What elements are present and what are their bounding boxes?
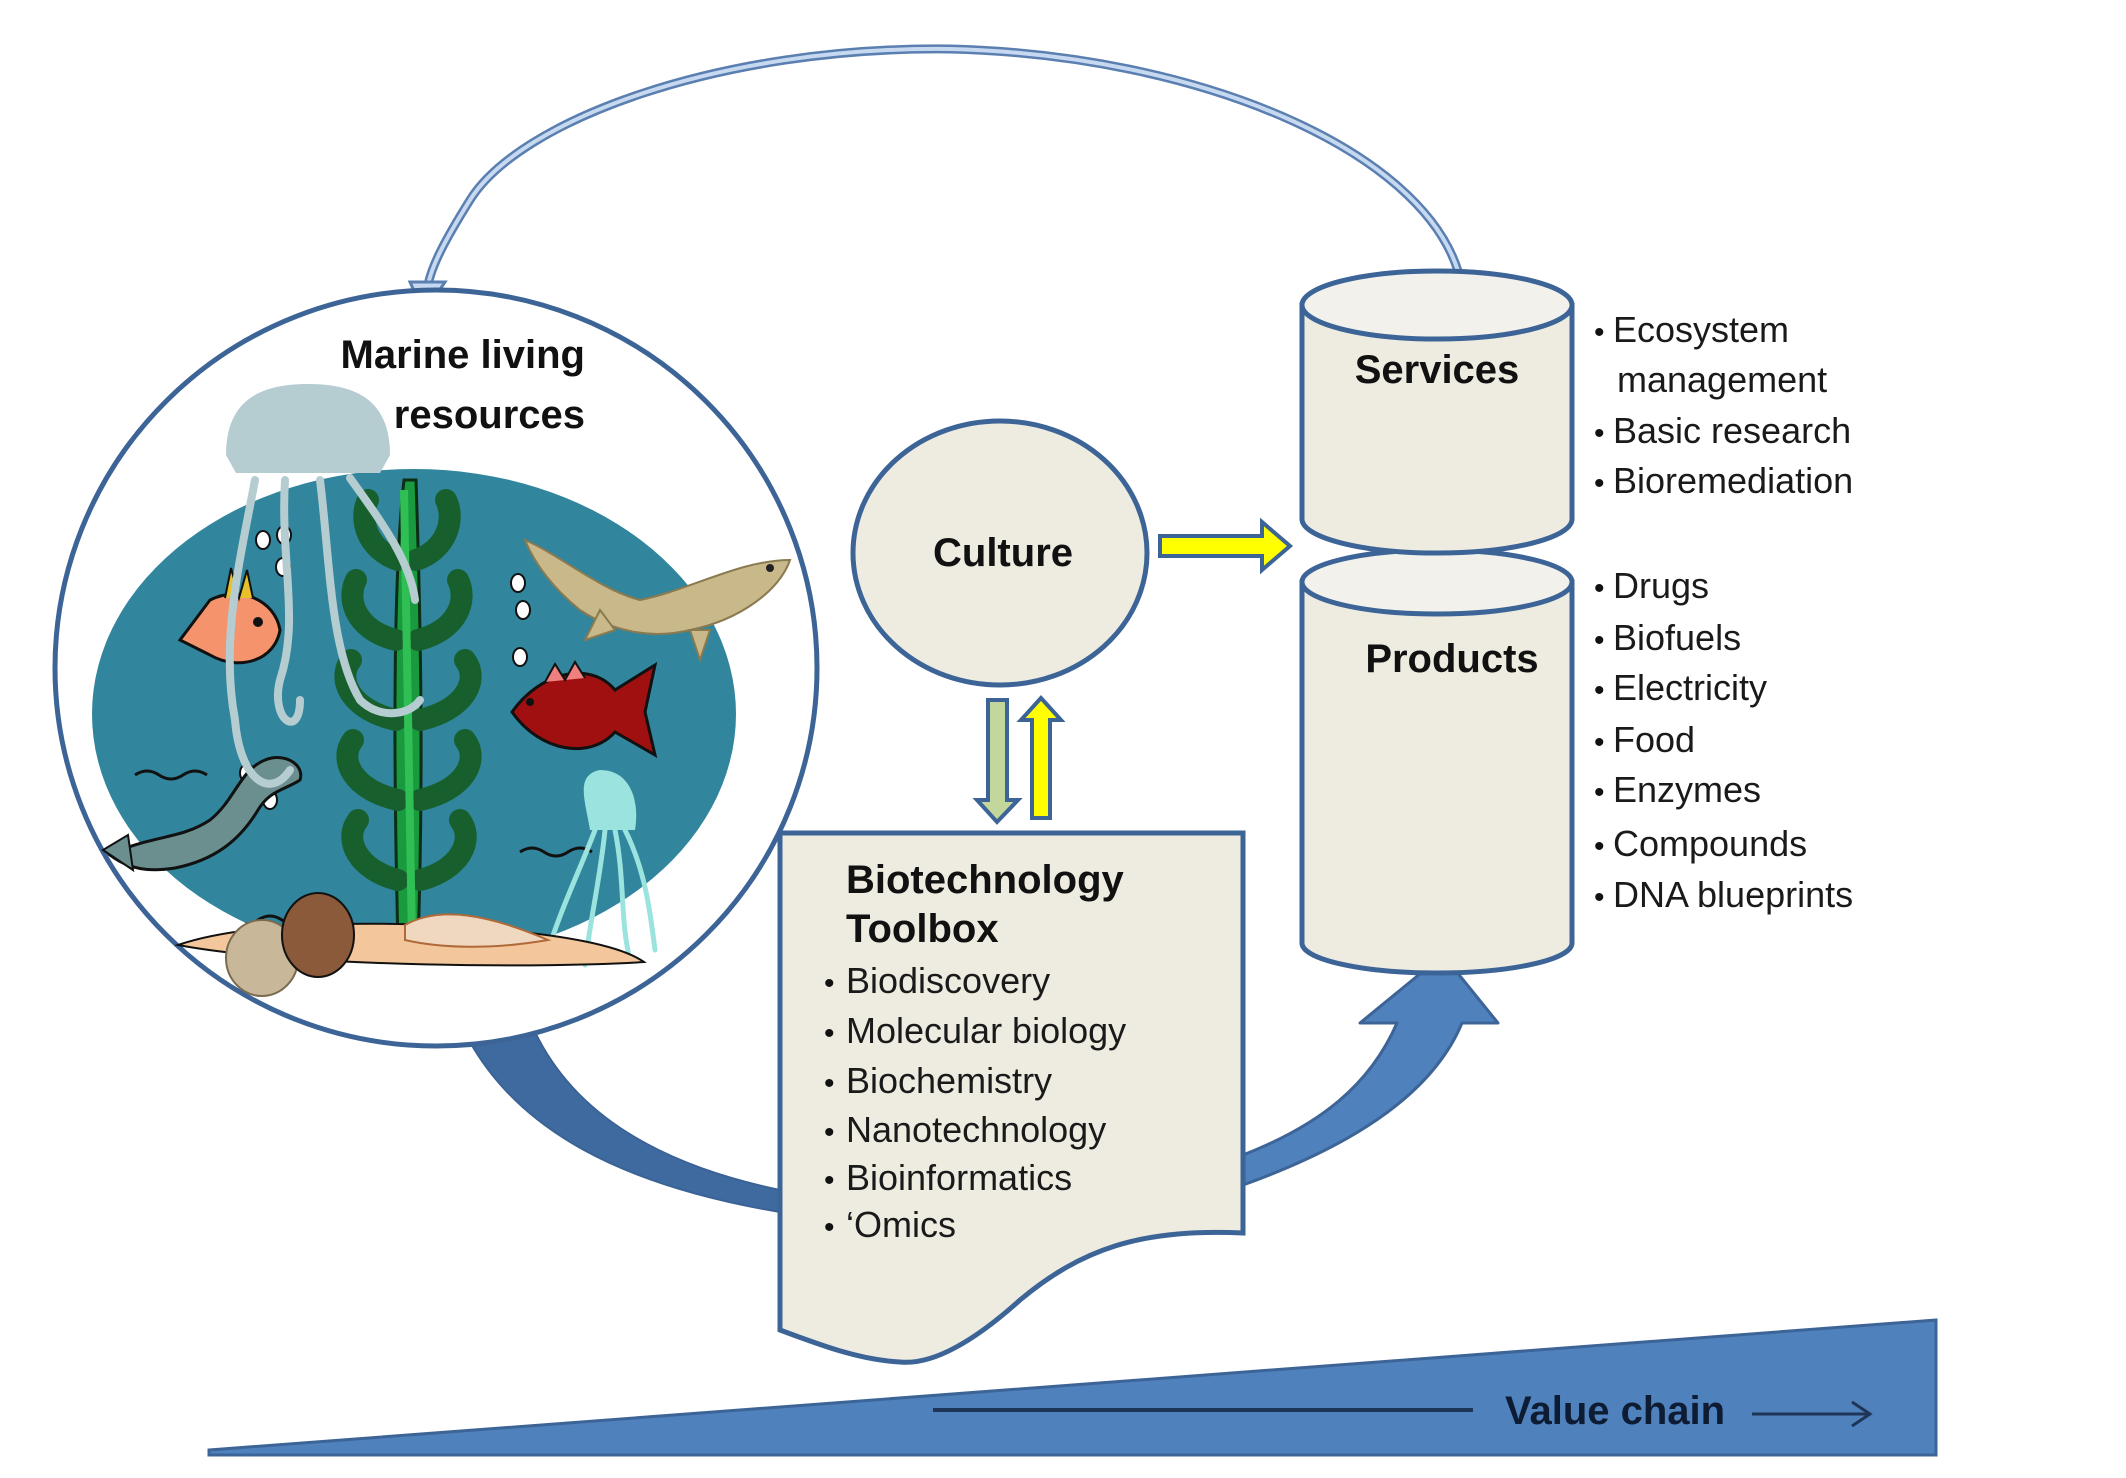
flow-arrow-resources-to-toolbox [468,1030,781,1214]
wave-icon [519,846,593,858]
bullet-icon: • [1594,881,1605,914]
bullet-icon: • [824,1164,835,1197]
services-label: Services [1355,348,1520,392]
arrow-toolbox-to-culture [1016,695,1066,820]
toolbox-item: ‘Omics [846,1204,956,1245]
bullet-icon: • [1594,572,1605,605]
bullet-icon: • [1594,830,1605,863]
feedback-arrow [407,44,1463,317]
value-chain-label: Value chain [1505,1389,1725,1433]
products-node[interactable]: Products [1299,547,1575,976]
products-item: Enzymes [1613,769,1761,810]
toolbox-list: • Biodiscovery • Molecular biology • Bio… [824,960,1126,1245]
bullet-icon: • [1594,726,1605,759]
bullet-icon: • [824,1211,835,1244]
bullet-icon: • [1594,624,1605,657]
bullet-icon: • [824,967,835,1000]
marine-resources-node[interactable]: Marine living resources [52,287,820,1049]
products-item: Drugs [1613,565,1709,606]
toolbox-item: Biodiscovery [846,960,1050,1001]
bullet-icon: • [1594,467,1605,500]
red-fish-illustration [510,660,658,759]
bullet-icon: • [1594,776,1605,809]
products-item: DNA blueprints [1613,874,1853,915]
culture-node[interactable]: Culture [850,418,1150,688]
marine-resources-label-line1: Marine living [341,333,586,377]
bullet-icon: • [824,1116,835,1149]
bullet-icon: • [1594,316,1605,349]
products-item: Compounds [1613,823,1807,864]
value-chain-arrow-icon [1752,1400,1873,1428]
bullet-icon: • [1594,674,1605,707]
shells-illustration [225,892,552,997]
bullet-icon: • [1594,417,1605,450]
services-item-continuation: management [1617,359,1827,400]
services-item: Basic research [1613,410,1851,451]
toolbox-item: Molecular biology [846,1010,1126,1051]
toolbox-node[interactable]: Biotechnology Toolbox • Biodiscovery • M… [777,830,1246,1365]
products-label: Products [1365,637,1538,681]
products-item: Electricity [1613,667,1767,708]
toolbox-item: Biochemistry [846,1060,1052,1101]
services-item: Ecosystem [1613,309,1789,350]
toolbox-title-line1: Biotechnology [846,858,1125,902]
products-item: Biofuels [1613,617,1741,658]
bullet-icon: • [824,1017,835,1050]
eel-illustration [101,756,303,873]
services-node[interactable]: Services [1299,268,1575,556]
toolbox-item: Bioinformatics [846,1157,1072,1198]
arrow-culture-to-services [1158,517,1294,575]
wave-icon [134,769,208,781]
small-jellyfish-illustration [542,770,658,968]
services-item: Bioremediation [1613,460,1853,501]
bullet-icon: • [824,1067,835,1100]
toolbox-item: Nanotechnology [846,1109,1106,1150]
jellyfish-illustration [225,384,424,788]
arrow-culture-to-toolbox [972,698,1023,825]
tan-fish-illustration [523,538,792,664]
value-chain-wedge: Value chain [207,1318,1938,1457]
marine-resources-label-line2: resources [394,393,585,437]
products-item: Food [1613,719,1695,760]
services-list: • Ecosystem management • Basic research … [1594,309,1853,501]
culture-label: Culture [933,531,1073,575]
toolbox-title-line2: Toolbox [846,907,999,951]
products-list: • Drugs • Biofuels • Electricity • Food … [1594,565,1853,915]
flow-arrow-toolbox-to-products [1241,953,1500,1187]
